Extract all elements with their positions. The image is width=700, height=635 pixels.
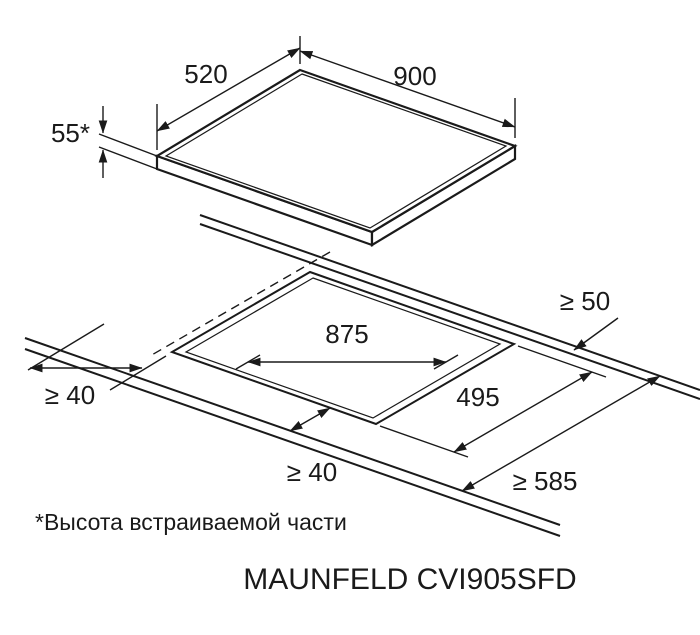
hob-width-label: 900: [393, 61, 436, 91]
worktop-front-edge-bottom: [24, 348, 561, 537]
worktop-front-edge-top: [24, 337, 561, 526]
dim-line-front-clearance: [289, 407, 331, 432]
cutout-outline-outer: [169, 270, 517, 426]
extension-line-cutout-left-edge: [109, 355, 167, 391]
dim-line-hob-width: [299, 50, 516, 128]
side-clearance-label: ≥ 40: [45, 380, 95, 410]
worktop-back-edge-top: [199, 214, 700, 391]
footnote-text: *Высота встраиваемой части: [35, 509, 347, 535]
extension-line-height-bottom: [98, 146, 158, 170]
cutout-width-label: 875: [325, 319, 368, 349]
projection-dashed-line: [149, 251, 331, 357]
extension-line-height-top: [98, 133, 158, 157]
extension-line-side-wall: [27, 323, 105, 371]
cutout-outline-inner: [184, 277, 502, 419]
hob-depth-label: 520: [184, 59, 227, 89]
product-title: MAUNFELD CVI905SFD: [243, 563, 576, 596]
hob-top-face: [154, 68, 518, 234]
dim-line-hob-depth: [156, 47, 301, 132]
dim-line-worktop-depth: [461, 375, 661, 492]
extension-line-cutout-front-corner: [379, 425, 469, 458]
front-clearance-label: ≥ 40: [287, 457, 337, 487]
back-clearance-label: ≥ 50: [560, 286, 610, 316]
hob-height-label: 55*: [51, 118, 90, 148]
cutout-depth-label: 495: [456, 382, 499, 412]
worktop-depth-label: ≥ 585: [513, 466, 578, 496]
worktop-back-edge-bottom: [199, 223, 700, 400]
dim-arrow-back-clearance: [573, 317, 619, 351]
